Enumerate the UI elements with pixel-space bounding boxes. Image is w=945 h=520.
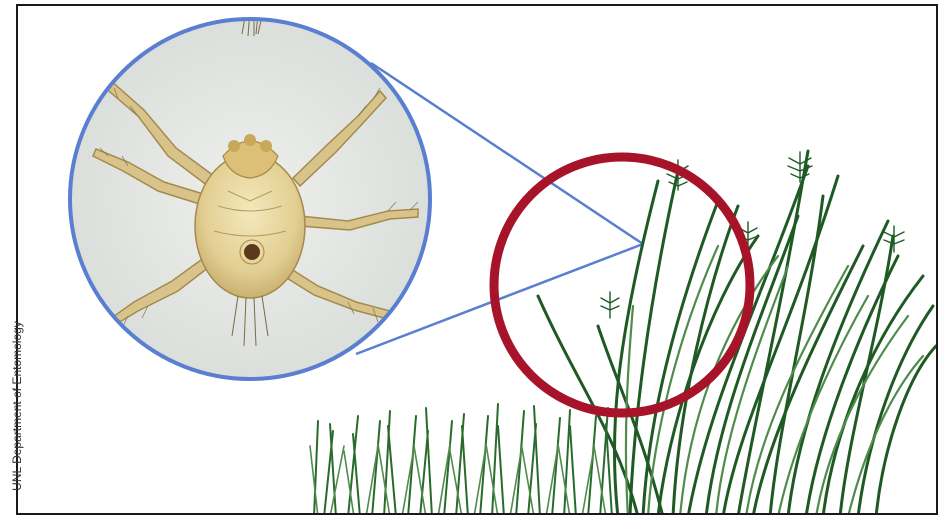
illustration-canvas xyxy=(18,6,938,515)
short-grass-band xyxy=(310,404,612,515)
illustration-frame xyxy=(16,4,938,515)
photo-credit: UNL Department of Entomology xyxy=(10,306,26,506)
